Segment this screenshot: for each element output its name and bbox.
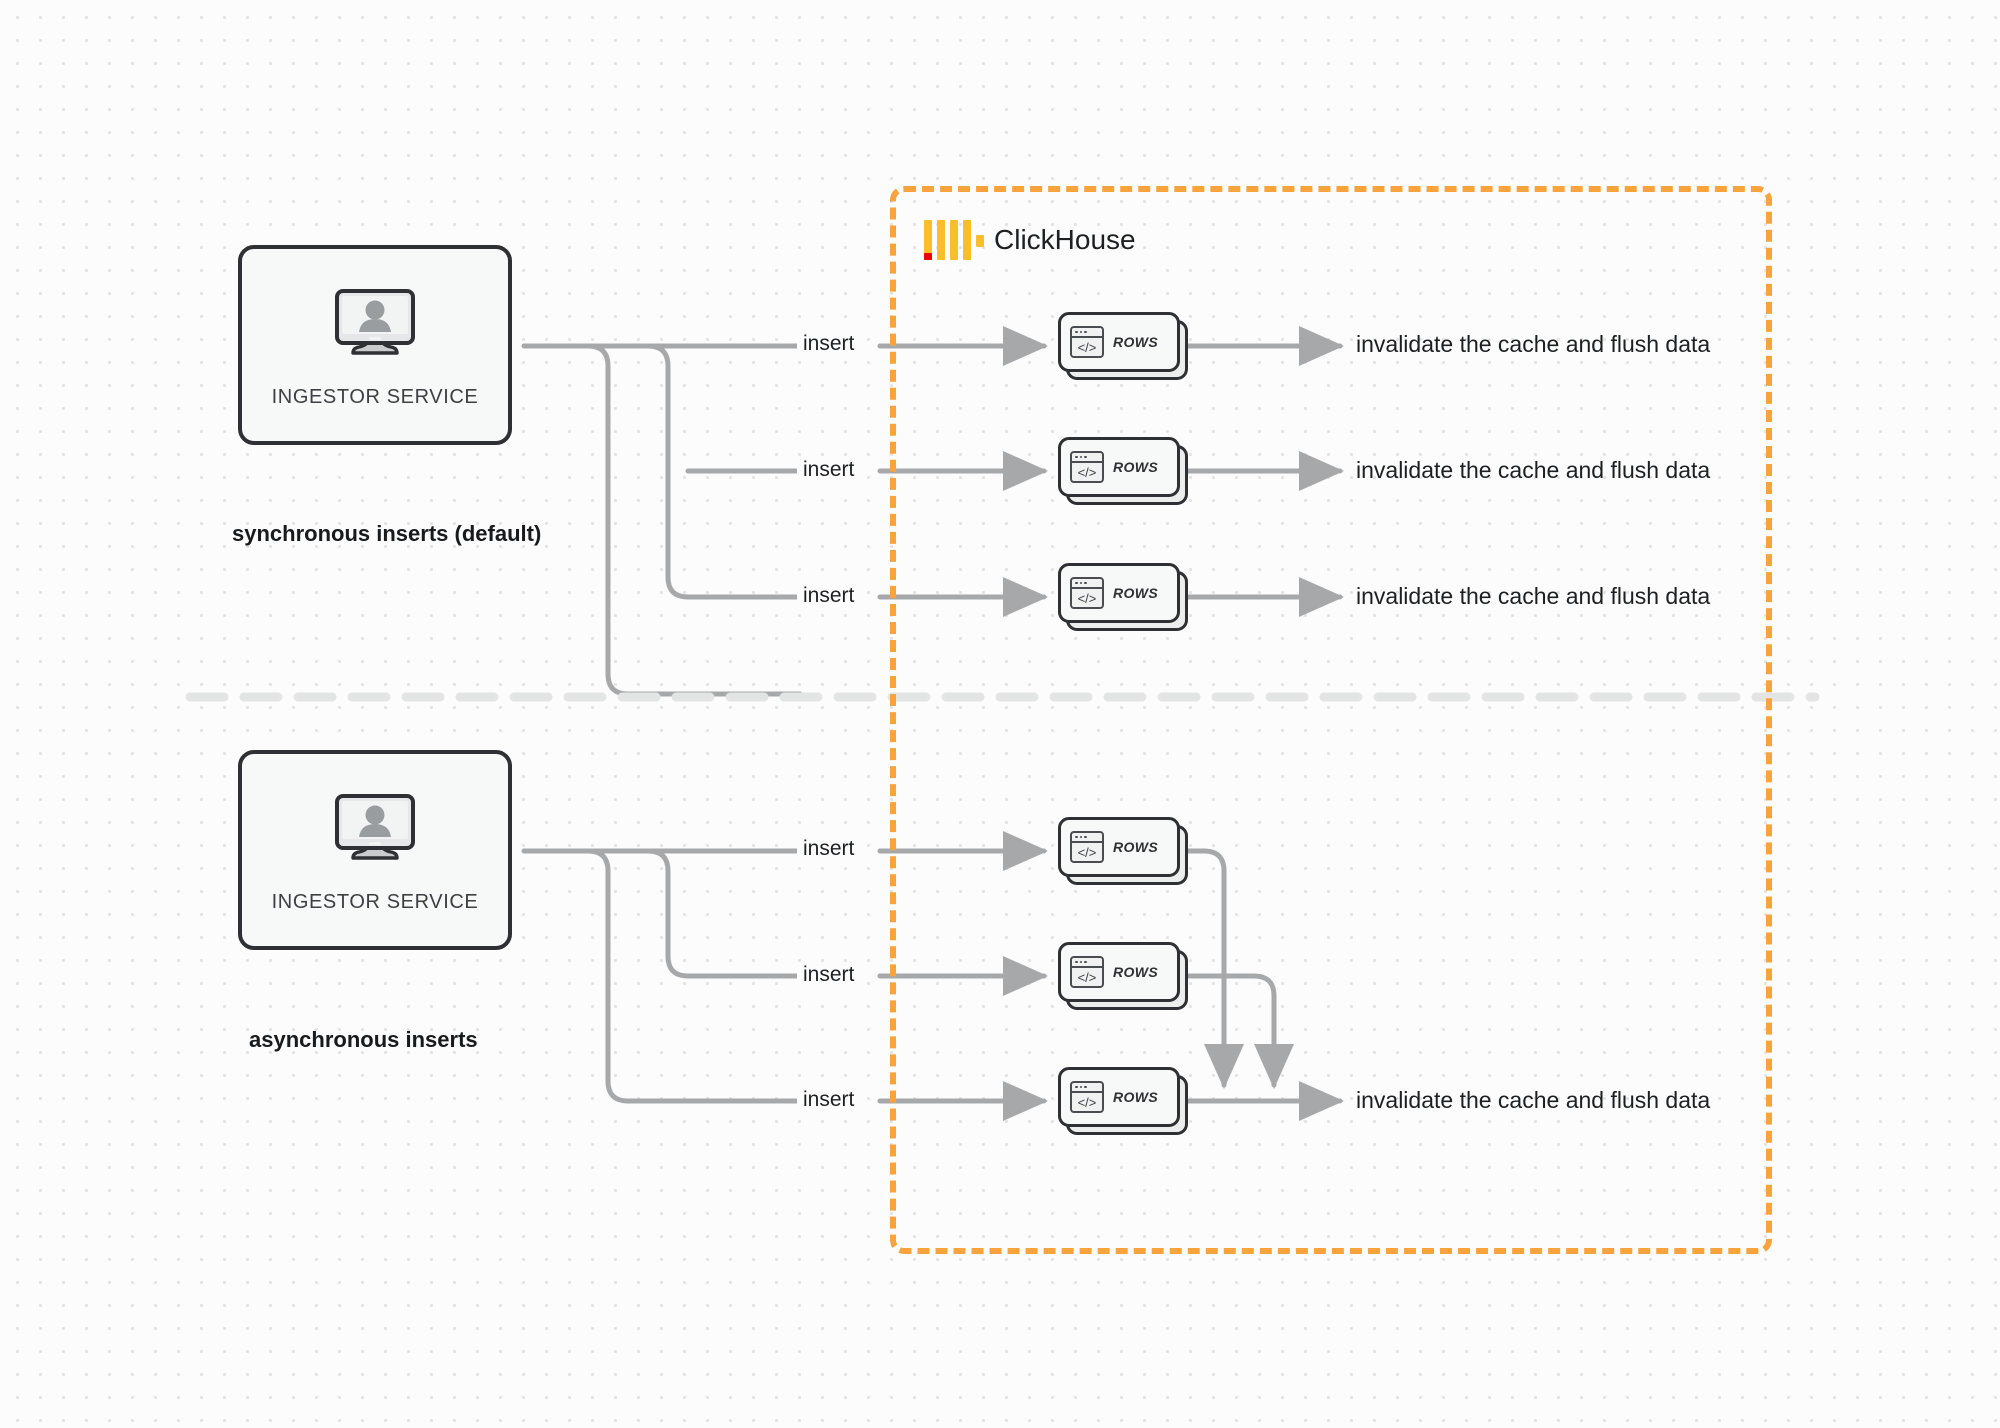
rows-card-front: </> ROWS (1058, 312, 1180, 372)
code-window-icon: </> (1070, 451, 1104, 483)
clickhouse-header: ClickHouse (924, 220, 1136, 260)
rows-card-front: </> ROWS (1058, 563, 1180, 623)
code-window-icon: </> (1070, 577, 1104, 609)
rows-card-front: </> ROWS (1058, 817, 1180, 877)
ingestor-service-caption-async: INGESTOR SERVICE (271, 891, 479, 913)
insert-label-sync-1: insert (797, 332, 861, 356)
ingestor-service-caption-sync: INGESTOR SERVICE (271, 386, 479, 408)
code-window-icon: </> (1070, 831, 1104, 863)
async-merge-arrow-1 (1183, 848, 1244, 1090)
insert-label-async-3: insert (797, 1088, 861, 1112)
insert-label-async-2: insert (797, 963, 861, 987)
sync-branch-3 (557, 343, 803, 697)
rows-node-sync-2[interactable]: </> ROWS (1058, 437, 1188, 505)
code-window-icon: </> (1070, 326, 1104, 358)
sync-branch-2 (597, 343, 803, 600)
insert-label-async-1: insert (797, 837, 861, 861)
code-window-icon: </> (1070, 1081, 1104, 1113)
rows-card-front: </> ROWS (1058, 1067, 1180, 1127)
result-label-sync-2: invalidate the cache and flush data (1356, 457, 1711, 483)
rows-node-sync-1[interactable]: </> ROWS (1058, 312, 1188, 380)
code-window-icon: </> (1070, 956, 1104, 988)
ingestor-service-sync[interactable]: INGESTOR SERVICE (238, 245, 512, 445)
ingestor-service-async[interactable]: INGESTOR SERVICE (238, 750, 512, 950)
monitor-user-icon (329, 790, 421, 873)
clickhouse-boundary (890, 186, 1772, 1254)
rows-node-async-1[interactable]: </> ROWS (1058, 817, 1188, 885)
async-merge-arrow-2 (1183, 973, 1294, 1090)
clickhouse-title: ClickHouse (994, 224, 1136, 255)
result-label-sync-3: invalidate the cache and flush data (1356, 583, 1711, 609)
result-label-async: invalidate the cache and flush data (1356, 1087, 1711, 1113)
rows-node-sync-3[interactable]: </> ROWS (1058, 563, 1188, 631)
rows-node-label: ROWS (1113, 585, 1159, 601)
rows-card-front: </> ROWS (1058, 942, 1180, 1002)
rows-node-async-3[interactable]: </> ROWS (1058, 1067, 1188, 1135)
rows-node-label: ROWS (1113, 459, 1159, 475)
rows-card-front: </> ROWS (1058, 437, 1180, 497)
rows-node-async-2[interactable]: </> ROWS (1058, 942, 1188, 1010)
async-branch-2 (597, 848, 803, 979)
section-label-synchronous: synchronous inserts (default) (232, 521, 542, 546)
section-label-asynchronous: asynchronous inserts (249, 1027, 478, 1052)
rows-node-label: ROWS (1113, 334, 1159, 350)
clickhouse-logo-icon (924, 220, 984, 260)
rows-node-label: ROWS (1113, 1089, 1159, 1105)
result-label-sync-1: invalidate the cache and flush data (1356, 331, 1711, 357)
rows-node-label: ROWS (1113, 964, 1159, 980)
insert-label-sync-3: insert (797, 584, 861, 608)
async-branch-3 (557, 848, 803, 1104)
monitor-user-icon (329, 285, 421, 368)
insert-label-sync-2: insert (797, 458, 861, 482)
rows-node-label: ROWS (1113, 839, 1159, 855)
